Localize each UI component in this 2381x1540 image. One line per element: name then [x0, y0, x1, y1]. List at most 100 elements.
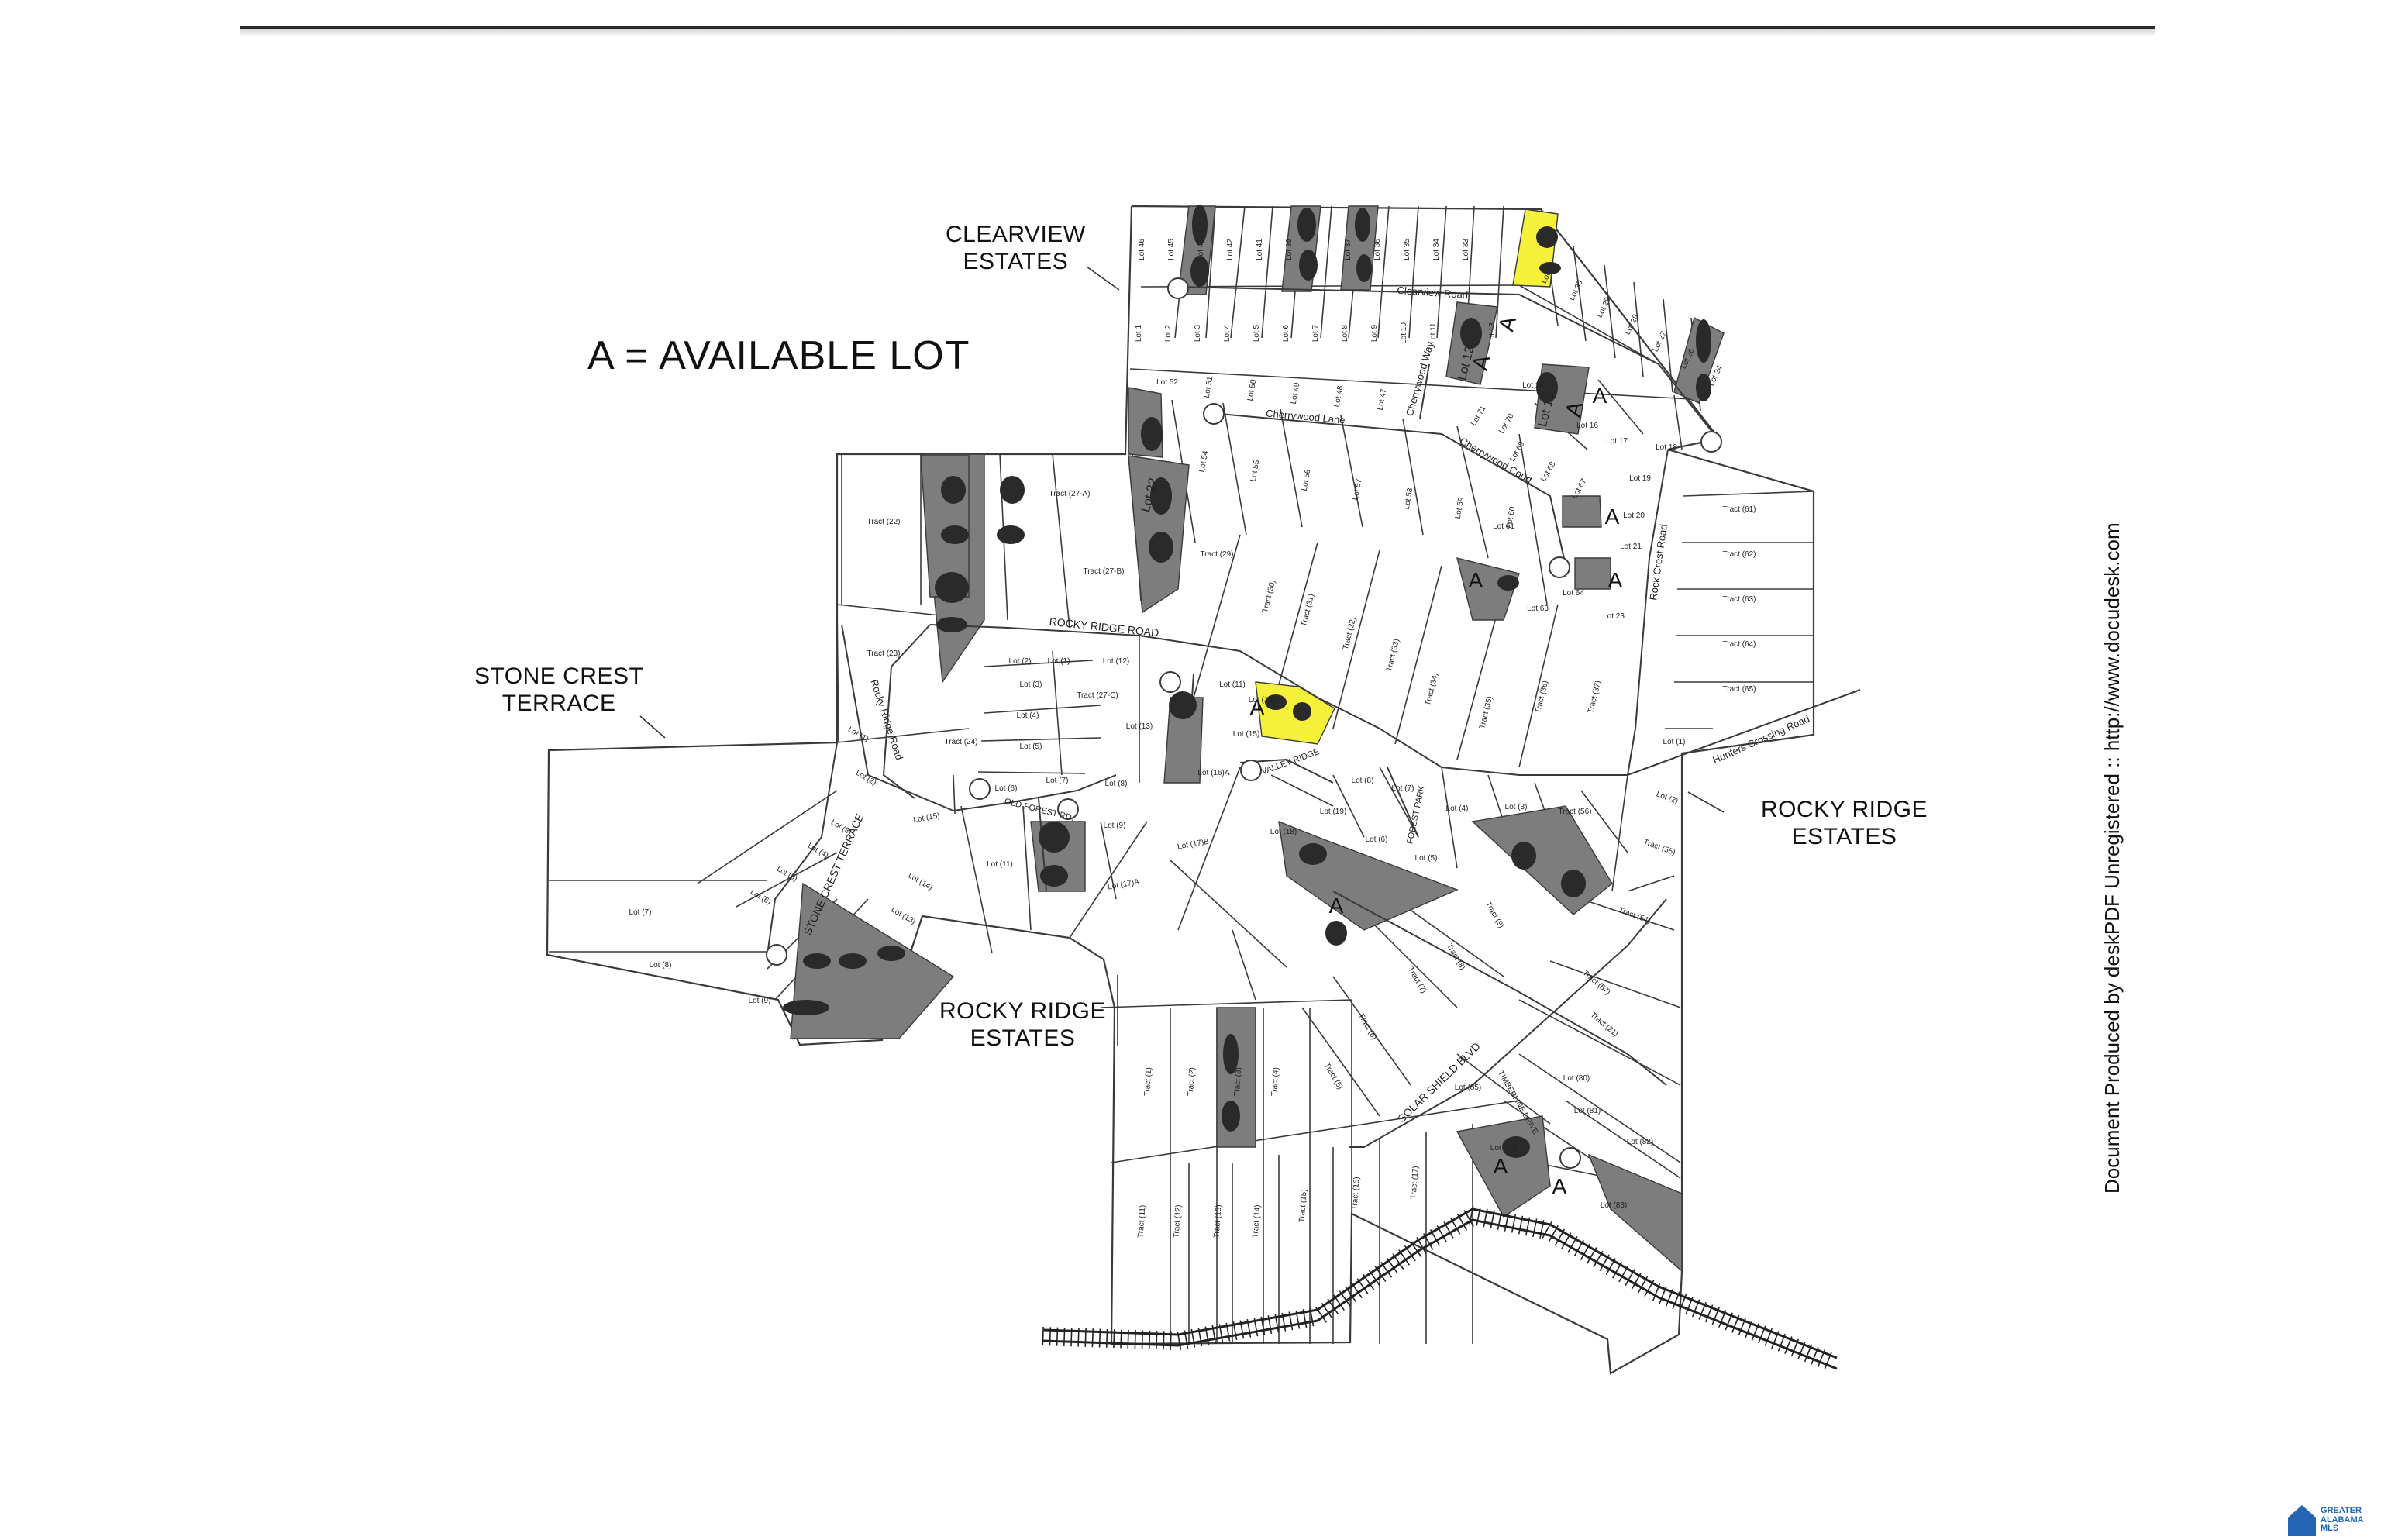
railroad-tie	[1718, 1310, 1727, 1328]
tract-label: Tract (9)	[1483, 901, 1505, 930]
ownership-mark	[803, 953, 831, 969]
lot-label: Lot 20	[1623, 512, 1645, 520]
lot-label: Lot (8)	[650, 961, 672, 970]
ownership-mark	[1000, 476, 1025, 504]
parcel-line	[1663, 298, 1673, 393]
railroad-track	[1042, 1218, 1838, 1370]
lot-label: Lot (3)	[1505, 803, 1528, 811]
railroad-tie	[1120, 1329, 1122, 1349]
ownership-mark	[1536, 372, 1558, 403]
railroad-tie	[1738, 1318, 1746, 1336]
railroad-tie	[1339, 1290, 1351, 1307]
railroad-tie	[1267, 1315, 1273, 1335]
available-mark: A	[1329, 894, 1344, 918]
railroad-tie	[1784, 1336, 1793, 1355]
tract-label: Tract (4)	[1270, 1067, 1281, 1097]
lot-label: Lot 23	[1603, 612, 1625, 621]
lot-label: Lot 42	[1226, 239, 1235, 260]
railroad-tie	[1539, 1220, 1545, 1239]
lot-label: Lot (15)	[1233, 730, 1259, 739]
lot-label: Lot 61	[1493, 522, 1514, 531]
parcel-line	[980, 737, 1101, 742]
ownership-mark	[1299, 250, 1318, 281]
lot-label: Lot 3	[1194, 324, 1202, 342]
tract-label: Tract (34)	[1424, 672, 1440, 706]
railroad-tie	[1260, 1316, 1266, 1335]
ownership-mark	[997, 525, 1025, 544]
railroad-tie	[1184, 1330, 1189, 1349]
ownership-mark	[1539, 262, 1561, 274]
parcel-line	[1170, 860, 1287, 968]
railroad-tie	[1386, 1257, 1398, 1274]
parcel-line	[1549, 960, 1681, 1008]
parcel-line	[836, 604, 839, 743]
lot-label: Lot 2	[1164, 324, 1173, 342]
railroad-tie	[1698, 1301, 1707, 1320]
lot-label: Tract (56)	[1559, 808, 1592, 816]
road-line	[1202, 412, 1566, 567]
parcel-line	[1408, 205, 1419, 339]
parcel-line	[977, 771, 1086, 774]
parcel-line	[1230, 205, 1246, 339]
railroad-tie	[1731, 1314, 1740, 1333]
parcel-line	[1022, 805, 1032, 931]
railroad-tie	[1281, 1312, 1287, 1332]
railroad-tie	[1429, 1229, 1441, 1246]
lot-label: Lot 54	[1198, 450, 1211, 473]
railroad-tie	[1804, 1344, 1813, 1363]
railroad-tie	[1685, 1297, 1694, 1314]
mls-logo: GREATER ALABAMA MLS	[2288, 1504, 2375, 1538]
parcel-line	[1332, 550, 1380, 729]
lot-label: Lot 35	[1403, 239, 1411, 260]
railroad-tie	[1561, 1232, 1572, 1249]
railroad-tie	[1253, 1318, 1259, 1337]
parcel-line	[1580, 790, 1628, 853]
road-line	[1349, 898, 1667, 1148]
leader-line	[1086, 266, 1120, 291]
parcel-line	[1394, 565, 1442, 745]
parcel-line	[960, 805, 993, 954]
railroad-tie	[1333, 1294, 1345, 1311]
lot-label: Lot (4)	[1017, 711, 1039, 720]
railroad-tie	[1374, 1266, 1387, 1282]
parcel-line	[1518, 284, 1659, 365]
parcel-line	[736, 852, 838, 908]
parcel-line	[1052, 453, 1070, 629]
railroad-tie	[1580, 1243, 1591, 1260]
sold-parcel	[790, 882, 955, 1039]
parcel-line	[1363, 914, 1458, 1008]
sold-parcel	[1471, 805, 1613, 915]
railroad-tie	[1469, 1205, 1474, 1225]
lot-label: Lot (80)	[1563, 1074, 1590, 1083]
railroad-tie	[1764, 1328, 1773, 1346]
lot-label: Lot 11	[1429, 322, 1438, 343]
railroad-tie	[1518, 1215, 1524, 1235]
tract-label: Tract (27-A)	[1049, 490, 1091, 498]
road-line	[929, 624, 1861, 776]
lot-label: Lot 7	[1311, 324, 1320, 342]
lot-label: Lot 50	[1246, 378, 1259, 401]
railroad-tie	[1177, 1331, 1182, 1350]
lot-label: Lot (13)	[890, 905, 917, 926]
railroad-tie	[1725, 1312, 1733, 1331]
railroad-tie	[1811, 1346, 1819, 1365]
leader-line	[1687, 791, 1725, 813]
railroad-tie	[1665, 1288, 1674, 1307]
available-mark: A	[1608, 568, 1623, 592]
tract-label: Tract (11)	[1137, 1204, 1148, 1238]
tract-label: Tract (65)	[1723, 685, 1756, 694]
lot-label: Lot 49	[1290, 381, 1302, 405]
lot-label: Lot (1)	[1663, 738, 1686, 746]
parcel-line	[1627, 875, 1675, 892]
lot-label: Lot (9)	[749, 997, 771, 1005]
road-name: Cherrywood Lane	[1266, 408, 1346, 426]
lot-label: Lot 13	[1488, 322, 1497, 344]
railroad-tie	[1288, 1311, 1294, 1331]
lot-label: Lot 48	[1333, 384, 1346, 408]
railroad-tie	[1678, 1294, 1687, 1312]
railroad-tie	[1239, 1320, 1245, 1339]
tract-label: Tract (63)	[1723, 595, 1756, 604]
parcel-line	[1320, 205, 1332, 339]
railroad-tie	[1105, 1328, 1108, 1348]
